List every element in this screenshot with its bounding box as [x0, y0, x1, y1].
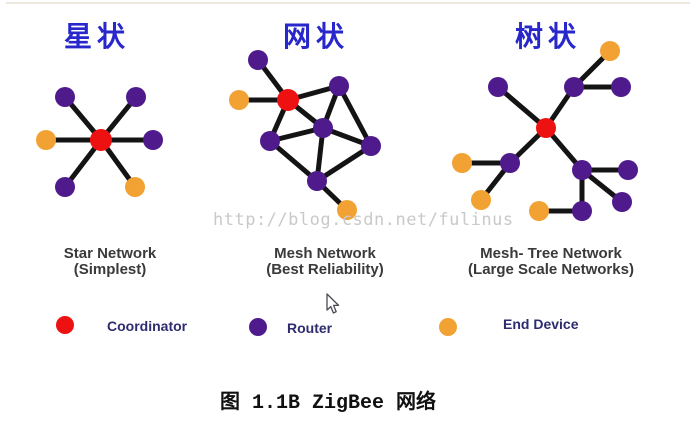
star-node-end_device: [36, 130, 56, 150]
mesh-caption-line1: Mesh Network: [274, 245, 376, 262]
mesh-network-caption: Mesh Network (Best Reliability): [266, 246, 384, 278]
end-device-legend-label: End Device: [503, 316, 579, 332]
router-dot-icon: [249, 318, 267, 336]
star-node-end_device: [125, 177, 145, 197]
mesh-caption-line2: (Best Reliability): [266, 261, 384, 278]
tree-network-title-cn: 树状: [514, 21, 582, 52]
mesh-network-title-cn: 网状: [282, 21, 350, 52]
tree-node-router: [612, 192, 632, 212]
mesh-node-end_device: [229, 90, 249, 110]
mesh-node-router: [329, 76, 349, 96]
tree-node-router: [500, 153, 520, 173]
mesh-node-router: [361, 136, 381, 156]
mesh-node-router: [248, 50, 268, 70]
tree-node-router: [572, 160, 592, 180]
tree-node-end_device: [452, 153, 472, 173]
star-node-router: [55, 87, 75, 107]
mesh-node-coordinator: [277, 89, 299, 111]
end-device-dot-icon: [439, 318, 457, 336]
tree-caption-line2: (Large Scale Networks): [468, 261, 634, 278]
star-caption-line2: (Simplest): [73, 261, 147, 278]
mesh-node-end_device: [337, 200, 357, 220]
star-node-router: [143, 130, 163, 150]
tree-node-end_device: [529, 201, 549, 221]
tree-node-router: [564, 77, 584, 97]
tree-link: [495, 84, 549, 131]
tree-network-caption: Mesh- Tree Network (Large Scale Networks…: [468, 246, 634, 278]
star-node-coordinator: [90, 129, 112, 151]
mesh-link: [336, 83, 374, 149]
star-network-title-cn: 星状: [63, 21, 131, 52]
star-node-router: [126, 87, 146, 107]
mesh-link: [314, 143, 374, 184]
star-node-router: [55, 177, 75, 197]
mesh-node-router: [307, 171, 327, 191]
tree-node-router: [618, 160, 638, 180]
tree-node-router: [572, 201, 592, 221]
tree-caption-line1: Mesh- Tree Network: [480, 245, 622, 262]
tree-node-end_device: [600, 41, 620, 61]
network-topologies-diagram: [36, 41, 638, 221]
coordinator-dot-icon: [56, 316, 74, 334]
tree-node-router: [611, 77, 631, 97]
mouse-cursor-icon: [326, 293, 340, 314]
star-caption-line1: Star Network: [63, 245, 157, 262]
mesh-node-router: [313, 118, 333, 138]
tree-node-router: [488, 77, 508, 97]
star-network-caption: Star Network (Simplest): [64, 246, 157, 278]
figure-caption: 图 1.1B ZigBee 网络: [219, 392, 437, 415]
mesh-node-router: [260, 131, 280, 151]
tree-node-end_device: [471, 190, 491, 210]
tree-node-coordinator: [536, 118, 556, 138]
router-legend-label: Router: [287, 320, 333, 336]
mesh-link: [267, 138, 320, 184]
coordinator-legend-label: Coordinator: [107, 318, 188, 334]
scan-edge-artifact: [6, 2, 690, 4]
